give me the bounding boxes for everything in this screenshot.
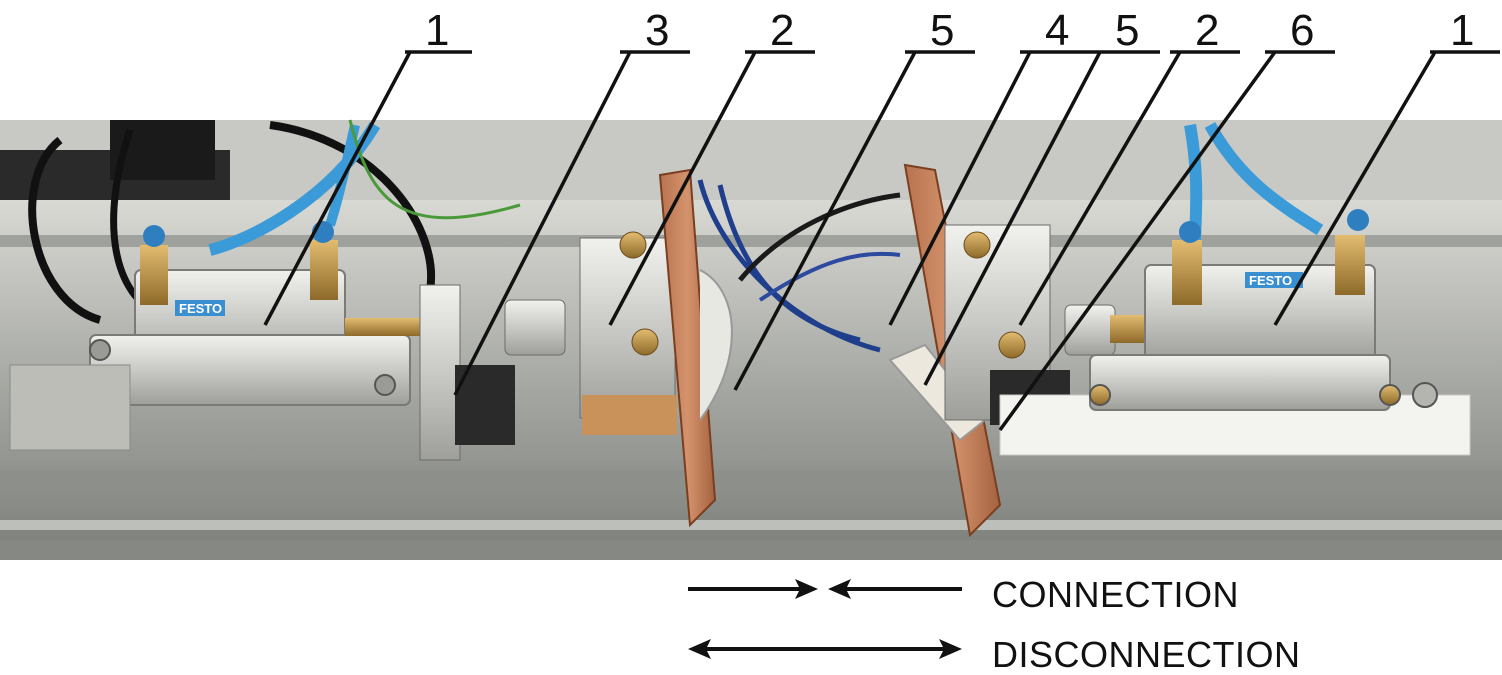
callout-number-6: 6: [1290, 6, 1314, 55]
callout-6-leader: [998, 50, 1277, 432]
callout-5-left-leader: [733, 51, 917, 391]
brand-mark-right: FESTO: [1249, 273, 1292, 288]
callout-3-leader: [453, 51, 632, 396]
disconnection-arrow: [688, 639, 962, 659]
callout-number-4: 4: [1045, 6, 1069, 55]
pneumatic-cylinder-right: FESTO: [999, 122, 1471, 456]
left-contact-carriage: [419, 168, 733, 528]
callout-number-5-right: 5: [1115, 6, 1139, 55]
legend: CONNECTION DISCONNECTION: [688, 574, 1301, 675]
brand-mark-left: FESTO: [179, 301, 222, 316]
callout-number-2-right: 2: [1195, 6, 1219, 55]
connection-label: CONNECTION: [992, 574, 1239, 615]
callout-4-leader: [888, 51, 1032, 326]
callout-number-1-right: 1: [1450, 6, 1474, 55]
pneumatic-cylinder-left: FESTO: [29, 221, 420, 418]
callout-number-3: 3: [645, 6, 669, 55]
callout-5-right-leader: [923, 51, 1102, 386]
disconnection-label: DISCONNECTION: [992, 634, 1301, 675]
callout-number-2-left: 2: [770, 6, 794, 55]
callout-2-left-leader: [608, 51, 757, 326]
callout-1-right-leader: [1273, 51, 1437, 326]
callout-1-left-leader: [263, 51, 412, 326]
callout-number-1-left: 1: [425, 6, 449, 55]
callout-number-5-left: 5: [930, 6, 954, 55]
callouts: [263, 50, 1500, 432]
callout-numbers: 1 3 2 5 4 5 2 6 1: [425, 6, 1474, 55]
connection-arrows: [688, 579, 962, 599]
photo: FESTO: [0, 119, 1502, 560]
callout-2-right-leader: [1018, 51, 1182, 326]
